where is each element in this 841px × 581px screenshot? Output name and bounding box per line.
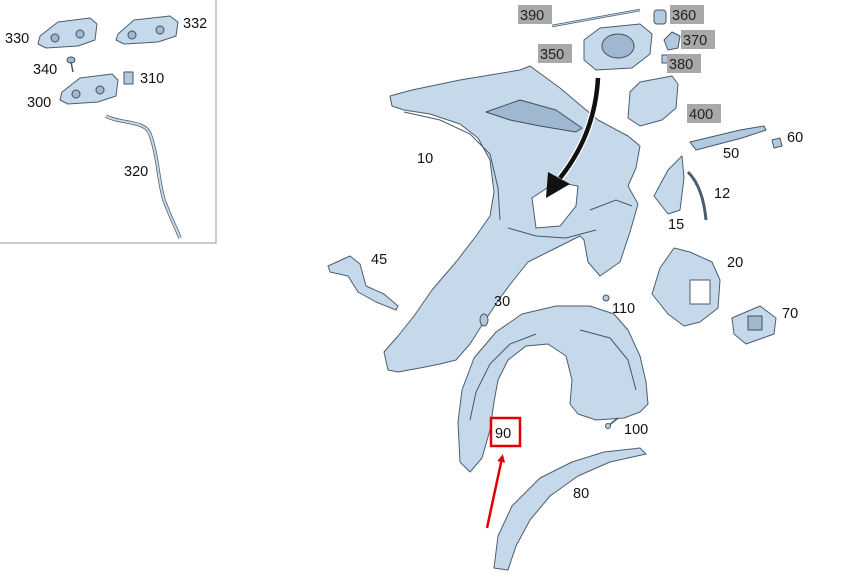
label-12[interactable]: 12 [714, 186, 730, 202]
part-332-fuel-door-housing[interactable] [115, 15, 179, 45]
part-400-fuel-door[interactable] [627, 75, 679, 127]
part-50-rail[interactable] [689, 125, 767, 151]
label-370[interactable]: 370 [683, 33, 707, 49]
label-45[interactable]: 45 [371, 252, 387, 268]
callout-box-90 [489, 416, 522, 448]
label-bg-390 [518, 5, 552, 24]
label-400[interactable]: 400 [689, 107, 713, 123]
label-70[interactable]: 70 [782, 306, 798, 322]
label-330[interactable]: 330 [5, 31, 29, 47]
part-340-screw[interactable] [66, 56, 76, 73]
part-80-wheel-arch-molding[interactable] [493, 447, 647, 571]
part-370-actuator[interactable] [663, 31, 681, 51]
label-80[interactable]: 80 [573, 486, 589, 502]
part-60-clip[interactable] [771, 137, 783, 149]
label-bg-360 [670, 5, 704, 24]
inset-frame [0, 0, 217, 244]
label-100[interactable]: 100 [624, 422, 648, 438]
part-110-clip[interactable] [602, 294, 610, 302]
label-360[interactable]: 360 [672, 8, 696, 24]
label-60[interactable]: 60 [787, 130, 803, 146]
part-15-bracket[interactable] [653, 155, 685, 215]
label-340[interactable]: 340 [33, 62, 57, 78]
part-45-bracket[interactable] [327, 255, 399, 311]
part-350-fuel-filler-housing[interactable] [583, 23, 653, 71]
part-390-rod[interactable] [551, 8, 641, 28]
fuel-door-pointer-arrow [546, 77, 602, 198]
label-380[interactable]: 380 [669, 57, 693, 73]
callout-arrow-90 [485, 454, 506, 529]
label-310[interactable]: 310 [140, 71, 164, 87]
label-bg-370 [681, 30, 715, 49]
label-350[interactable]: 350 [540, 47, 564, 63]
part-330-fuel-door-housing[interactable] [37, 17, 98, 49]
part-30-grommet[interactable] [479, 313, 489, 327]
label-90[interactable]: 90 [495, 426, 511, 442]
part-320-drain-hose[interactable] [105, 114, 182, 239]
label-15[interactable]: 15 [668, 217, 684, 233]
part-310-clip[interactable] [123, 71, 134, 85]
part-12-strip[interactable] [686, 170, 708, 221]
label-50[interactable]: 50 [723, 146, 739, 162]
part-70-housing[interactable] [731, 305, 777, 345]
label-10[interactable]: 10 [417, 151, 433, 167]
part-100-clip[interactable] [605, 417, 619, 429]
label-bg-380 [667, 54, 701, 73]
label-bg-400 [687, 104, 721, 123]
label-320[interactable]: 320 [124, 164, 148, 180]
label-20[interactable]: 20 [727, 255, 743, 271]
label-bg-350 [538, 44, 572, 63]
label-30[interactable]: 30 [494, 294, 510, 310]
part-300-fuel-door-housing[interactable] [59, 73, 119, 105]
label-300[interactable]: 300 [27, 95, 51, 111]
part-360-bumper[interactable] [653, 9, 667, 25]
part-10-quarter-panel[interactable] [383, 65, 641, 373]
label-110[interactable]: 110 [612, 301, 635, 317]
part-90-wheel-arch-liner[interactable] [457, 305, 649, 473]
label-332[interactable]: 332 [183, 16, 207, 32]
part-20-inner-panel[interactable] [651, 247, 721, 327]
label-390[interactable]: 390 [520, 8, 544, 24]
